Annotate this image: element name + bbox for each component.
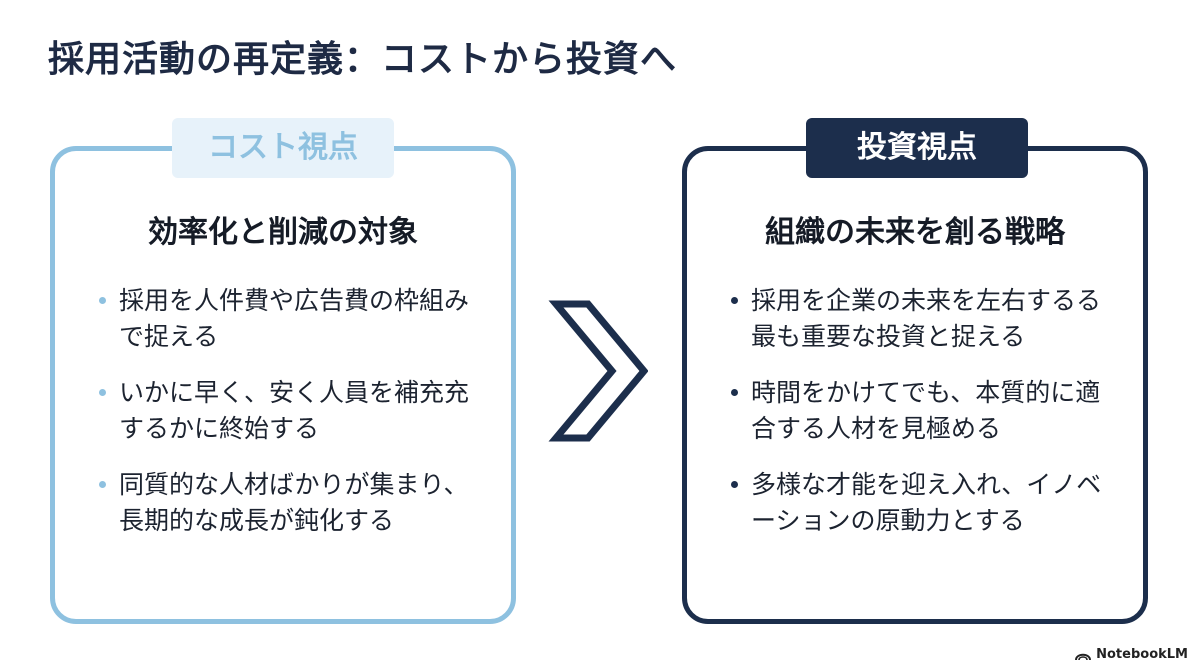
bullet-dot-icon xyxy=(731,481,738,488)
cost-bullet-list: 採用を人件費や広告費の枠組みで捉える いかに早く、安く人員を補充充するかに終始す… xyxy=(95,283,475,559)
cost-panel-heading: 効率化と削減の対象 xyxy=(148,215,418,250)
bullet-text: いかに早く、安く人員を補充充するかに終始する xyxy=(119,378,470,443)
bullet-dot-icon xyxy=(731,297,738,304)
investment-perspective-panel: 組織の未来を創る戦略 採用を企業の未来を左右するる最も重要な投資と捉える 時間を… xyxy=(682,146,1148,624)
list-item: 採用を人件費や広告費の枠組みで捉える xyxy=(95,283,475,355)
list-item: 多様な才能を迎え入れ、イノベーションの原動力とする xyxy=(727,467,1107,539)
page-title: 採用活動の再定義：コストから投資へ xyxy=(48,39,678,80)
brand-label: NotebookLM xyxy=(1096,647,1188,662)
bullet-text: 採用を人件費や広告費の枠組みで捉える xyxy=(119,286,470,351)
list-item: いかに早く、安く人員を補充充するかに終始する xyxy=(95,375,475,447)
notebooklm-brand: NotebookLM xyxy=(1075,647,1188,662)
bullet-dot-icon xyxy=(731,389,738,396)
list-item: 採用を企業の未来を左右するる最も重要な投資と捉える xyxy=(727,283,1107,355)
invest-panel-heading: 組織の未来を創る戦略 xyxy=(765,215,1065,250)
chevron-right-icon xyxy=(548,300,648,442)
bullet-dot-icon xyxy=(99,389,106,396)
notebooklm-logo-icon xyxy=(1075,653,1092,660)
bullet-text: 時間をかけてでも、本質的に適合する人材を見極める xyxy=(751,378,1101,443)
cost-perspective-tag: コスト視点 xyxy=(172,118,394,178)
bullet-text: 同質的な人材ばかりが集まり、長期的な成長が鈍化する xyxy=(119,470,469,535)
invest-bullet-list: 採用を企業の未来を左右するる最も重要な投資と捉える 時間をかけてでも、本質的に適… xyxy=(727,283,1107,559)
investment-perspective-tag: 投資視点 xyxy=(806,118,1028,178)
bullet-dot-icon xyxy=(99,297,106,304)
bullet-text: 採用を企業の未来を左右するる最も重要な投資と捉える xyxy=(751,286,1102,351)
list-item: 同質的な人材ばかりが集まり、長期的な成長が鈍化する xyxy=(95,467,475,539)
cost-perspective-panel: 効率化と削減の対象 採用を人件費や広告費の枠組みで捉える いかに早く、安く人員を… xyxy=(50,146,516,624)
bullet-dot-icon xyxy=(99,481,106,488)
bullet-text: 多様な才能を迎え入れ、イノベーションの原動力とする xyxy=(751,470,1102,535)
list-item: 時間をかけてでも、本質的に適合する人材を見極める xyxy=(727,375,1107,447)
